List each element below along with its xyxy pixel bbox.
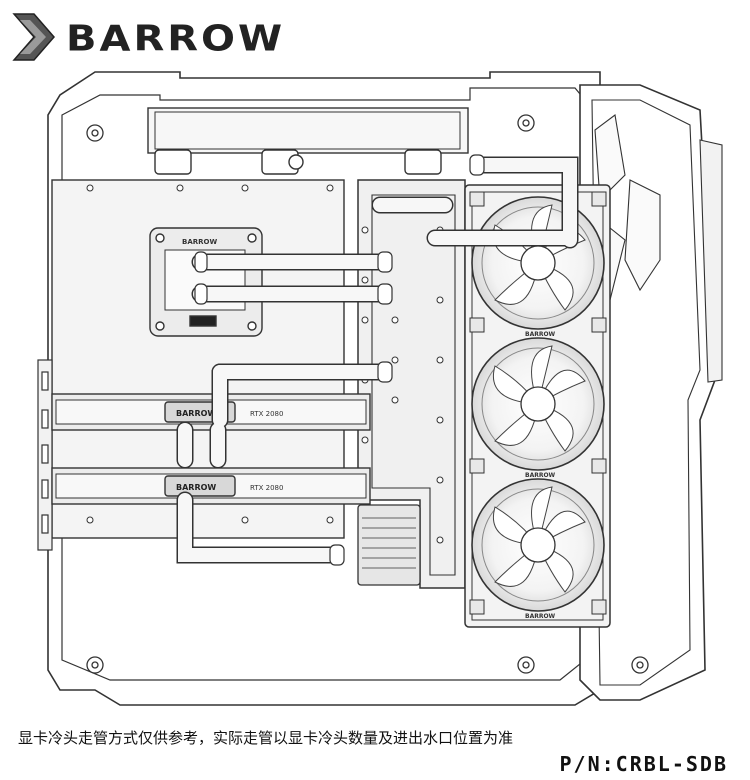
gpu-top-model: RTX 2080 xyxy=(250,410,283,418)
gpu-bottom-brand: BARROW xyxy=(176,483,216,492)
front-frame xyxy=(579,84,723,701)
hard-tubes xyxy=(176,156,579,564)
pump xyxy=(357,504,421,586)
fan-2 xyxy=(471,337,605,471)
fan-3 xyxy=(471,478,605,612)
brand-name: BARROW xyxy=(66,18,286,60)
gpu-bottom xyxy=(51,467,371,505)
pcie-bracket xyxy=(37,359,53,551)
fan-1-label: BARROW xyxy=(525,331,556,338)
routing-note: 显卡冷头走管方式仅供参考，实际走管以显卡冷头数量及进出水口位置为准 xyxy=(18,729,514,747)
cpu-block-label: BARROW xyxy=(182,238,217,246)
fan-1 xyxy=(471,196,605,330)
corner-screws xyxy=(86,114,649,674)
gpu-top-brand: BARROW xyxy=(176,409,216,418)
top-bracket xyxy=(147,107,469,175)
part-number: P/N:CRBL-SDB xyxy=(559,752,728,776)
fan-mounts xyxy=(469,191,607,615)
fan-3-label: BARROW xyxy=(525,613,556,620)
fittings xyxy=(194,154,485,566)
fan-2-label: BARROW xyxy=(525,472,556,479)
gpu-top xyxy=(51,393,371,431)
brand-logo: BARROW xyxy=(8,8,308,68)
barrow-chevron-logo-icon xyxy=(12,13,55,61)
case-loop-diagram: BARROW xyxy=(37,71,723,706)
gpu-bottom-model: RTX 2080 xyxy=(250,484,283,492)
